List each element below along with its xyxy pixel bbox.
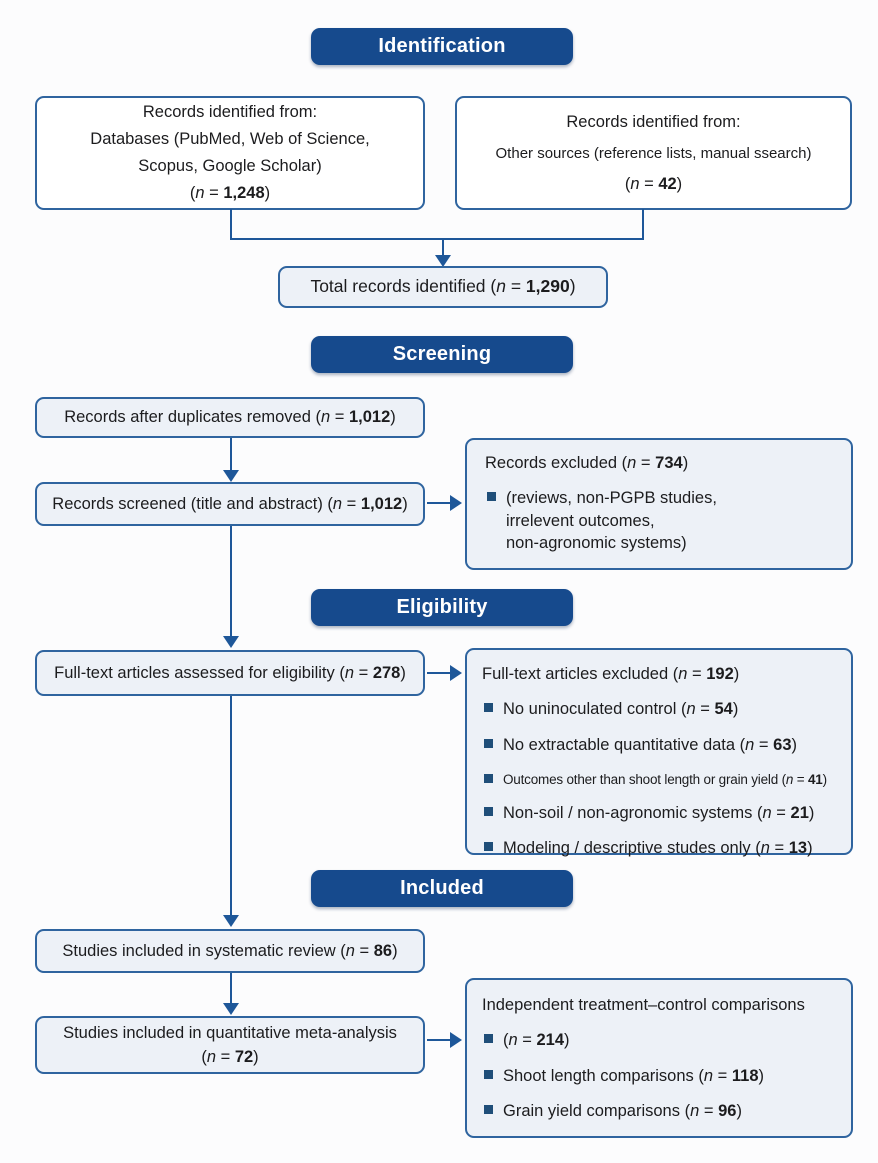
box-fulltext-excluded: Full-text articles excluded (n = 192) No… — [465, 648, 853, 857]
phase-banner-screening: Screening — [311, 336, 573, 373]
flow-arrow-shaft — [442, 238, 444, 257]
box-text: Total records identified (n = 1,290) — [310, 276, 576, 297]
bullet-square-icon — [484, 1069, 493, 1079]
bullet-text: (n = 214) — [503, 1031, 570, 1050]
box-independent-comparisons: Independent treatment–control comparison… — [465, 978, 853, 1138]
box-text: Full-text articles assessed for eligibil… — [54, 663, 406, 682]
bullet-square-icon — [484, 1104, 493, 1114]
bullet-square-icon — [484, 842, 493, 852]
bullet-item: (n = 214) — [482, 1029, 836, 1051]
box-n-count: (n = 72) — [201, 1048, 259, 1066]
connector-line — [230, 238, 644, 240]
arrow-down-icon — [223, 636, 239, 648]
connector-line — [230, 209, 232, 240]
box-records-screened: Records screened (title and abstract) (n… — [35, 482, 425, 526]
box-text-line: Other sources (reference lists, manual s… — [495, 144, 812, 162]
box-meta-analysis: Studies included in quantitative meta-an… — [35, 1016, 425, 1074]
bullet-text: Shoot length comparisons (n = 118) — [503, 1066, 764, 1085]
bullet-square-icon — [484, 1034, 493, 1044]
box-text-line: Databases (PubMed, Web of Science, — [90, 130, 370, 148]
flow-arrow-shaft — [230, 526, 232, 638]
box-text-line: Studies included in quantitative meta-an… — [63, 1024, 397, 1042]
box-systematic-review: Studies included in systematic review (n… — [35, 929, 425, 973]
bullet-item: No uninoculated control (n = 54) — [482, 698, 836, 720]
arrow-down-icon — [223, 1003, 239, 1015]
flow-arrow-shaft — [230, 696, 232, 917]
box-records-databases: Records identified from: Databases (PubM… — [35, 96, 425, 210]
bullet-square-icon — [484, 773, 493, 783]
flow-arrow-shaft — [427, 502, 452, 504]
bullet-text: Outcomes other than shoot length or grai… — [503, 771, 827, 787]
arrow-right-icon — [450, 495, 462, 511]
box-total-records: Total records identified (n = 1,290) — [278, 266, 608, 308]
bullet-text: No uninoculated control (n = 54) — [503, 700, 739, 719]
bullet-item: Outcomes other than shoot length or grai… — [482, 769, 836, 789]
box-duplicates-removed: Records after duplicates removed (n = 1,… — [35, 397, 425, 438]
bullet-text: Modeling / descriptive studes only (n = … — [503, 839, 813, 858]
bullet-text: No extractable quantitative data (n = 63… — [503, 735, 798, 754]
connector-line — [642, 209, 644, 240]
box-text: Records after duplicates removed (n = 1,… — [64, 408, 396, 427]
arrow-down-icon — [435, 255, 451, 267]
bullet-text: (reviews, non-PGPB studies, irrelevent o… — [506, 489, 717, 552]
flow-arrow-shaft — [230, 438, 232, 471]
bullet-square-icon — [484, 738, 493, 748]
phase-banner-included: Included — [311, 870, 573, 907]
arrow-down-icon — [223, 915, 239, 927]
phase-banner-eligibility: Eligibility — [311, 589, 573, 626]
bullet-text: Grain yield comparisons (n = 96) — [503, 1101, 742, 1120]
bullet-item: Grain yield comparisons (n = 96) — [482, 1100, 836, 1122]
bullet-item: (reviews, non-PGPB studies, irrelevent o… — [485, 487, 833, 554]
box-title: Full-text articles excluded (n = 192) — [482, 665, 740, 683]
arrow-down-icon — [223, 470, 239, 482]
flow-arrow-shaft — [427, 672, 452, 674]
box-text-line: Scopus, Google Scholar) — [138, 157, 322, 175]
box-records-excluded: Records excluded (n = 734) (reviews, non… — [465, 438, 853, 570]
flow-arrow-shaft — [230, 973, 232, 1004]
box-records-other-sources: Records identified from: Other sources (… — [455, 96, 852, 210]
box-n-count: (n = 42) — [624, 174, 683, 193]
bullet-item: Non-soil / non-agronomic systems (n = 21… — [482, 802, 836, 824]
phase-banner-identification: Identification — [311, 28, 573, 65]
box-title: Independent treatment–control comparison… — [482, 996, 805, 1014]
box-text-line: Records identified from: — [142, 103, 318, 121]
box-text: Studies included in systematic review (n… — [62, 941, 398, 960]
bullet-square-icon — [484, 703, 493, 713]
bullet-item: No extractable quantitative data (n = 63… — [482, 734, 836, 756]
box-text-line: Records identified from: — [566, 112, 741, 131]
flow-arrow-shaft — [427, 1039, 452, 1041]
bullet-square-icon — [487, 492, 496, 502]
arrow-right-icon — [450, 1032, 462, 1048]
box-title: Records excluded (n = 734) — [485, 454, 689, 472]
arrow-right-icon — [450, 665, 462, 681]
box-n-count: (n = 1,248) — [189, 184, 271, 202]
bullet-square-icon — [484, 807, 493, 817]
box-fulltext-assessed: Full-text articles assessed for eligibil… — [35, 650, 425, 696]
bullet-text: Non-soil / non-agronomic systems (n = 21… — [503, 804, 815, 823]
bullet-item: Shoot length comparisons (n = 118) — [482, 1065, 836, 1087]
bullet-item: Modeling / descriptive studes only (n = … — [482, 837, 836, 859]
box-text: Records screened (title and abstract) (n… — [52, 494, 408, 513]
